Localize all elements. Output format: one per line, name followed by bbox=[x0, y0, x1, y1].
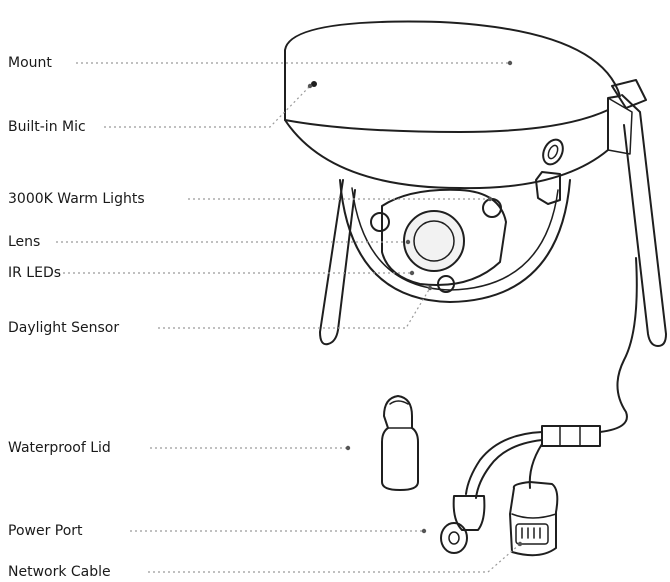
leader-daylight-sensor bbox=[158, 287, 431, 329]
leader-dot-network-cable bbox=[517, 541, 523, 547]
leader-dot-mount bbox=[507, 60, 513, 66]
label-ir-leds: IR LEDs bbox=[8, 265, 62, 281]
power-port-plug bbox=[452, 495, 486, 531]
lens-inner-ring bbox=[413, 220, 455, 262]
mount-screw-inner bbox=[547, 144, 559, 160]
dome-connector bbox=[535, 171, 561, 205]
leader-mic bbox=[104, 85, 311, 128]
leader-dot-power-port bbox=[421, 528, 427, 534]
lens-glass bbox=[403, 210, 465, 272]
label-waterproof-lid: Waterproof Lid bbox=[8, 440, 111, 456]
antenna-hinge bbox=[611, 79, 647, 109]
power-branch-cable bbox=[465, 431, 543, 495]
mic-hole bbox=[311, 81, 317, 87]
leader-dot-daylight-sensor bbox=[427, 285, 433, 291]
warm-light-right bbox=[482, 198, 502, 218]
leader-network-cable bbox=[148, 543, 521, 573]
leader-dot-lens bbox=[405, 239, 411, 245]
network-rj45-pins bbox=[521, 527, 541, 539]
right-antenna bbox=[621, 94, 667, 347]
power-port-end bbox=[440, 522, 468, 554]
label-mount: Mount bbox=[8, 55, 52, 71]
power-branch-cable-2 bbox=[475, 439, 543, 499]
cable-boot bbox=[541, 425, 601, 447]
network-connector-body bbox=[509, 481, 559, 557]
label-daylight-sensor: Daylight Sensor bbox=[8, 320, 120, 336]
label-power-port: Power Port bbox=[8, 523, 83, 539]
leader-dot-mic bbox=[307, 83, 313, 89]
power-port-hole bbox=[448, 531, 460, 545]
mount-rim bbox=[284, 109, 609, 133]
warm-light-left bbox=[370, 212, 390, 232]
network-rj45-port bbox=[515, 523, 549, 545]
label-warm-lights: 3000K Warm Lights bbox=[8, 191, 145, 207]
label-lens: Lens bbox=[8, 234, 41, 250]
main-cable bbox=[599, 257, 638, 433]
waterproof-lid-top bbox=[389, 400, 409, 405]
lens-module bbox=[381, 188, 507, 287]
ir-led-bottom bbox=[437, 275, 455, 293]
mount-housing bbox=[284, 20, 621, 190]
waterproof-lid bbox=[381, 395, 419, 491]
network-connector-ring bbox=[511, 513, 557, 519]
left-antenna bbox=[319, 179, 356, 346]
leader-dot-ir-leds bbox=[409, 270, 415, 276]
label-built-in-mic: Built-in Mic bbox=[8, 119, 86, 135]
label-network-cable: Network Cable bbox=[8, 564, 111, 580]
mount-side-bracket bbox=[607, 97, 633, 155]
camera-dome bbox=[339, 179, 571, 303]
mount-screw bbox=[542, 138, 564, 166]
leader-dot-warm-lights bbox=[487, 196, 493, 202]
network-branch-cable bbox=[528, 443, 543, 489]
leader-dot-waterproof-lid bbox=[345, 445, 351, 451]
